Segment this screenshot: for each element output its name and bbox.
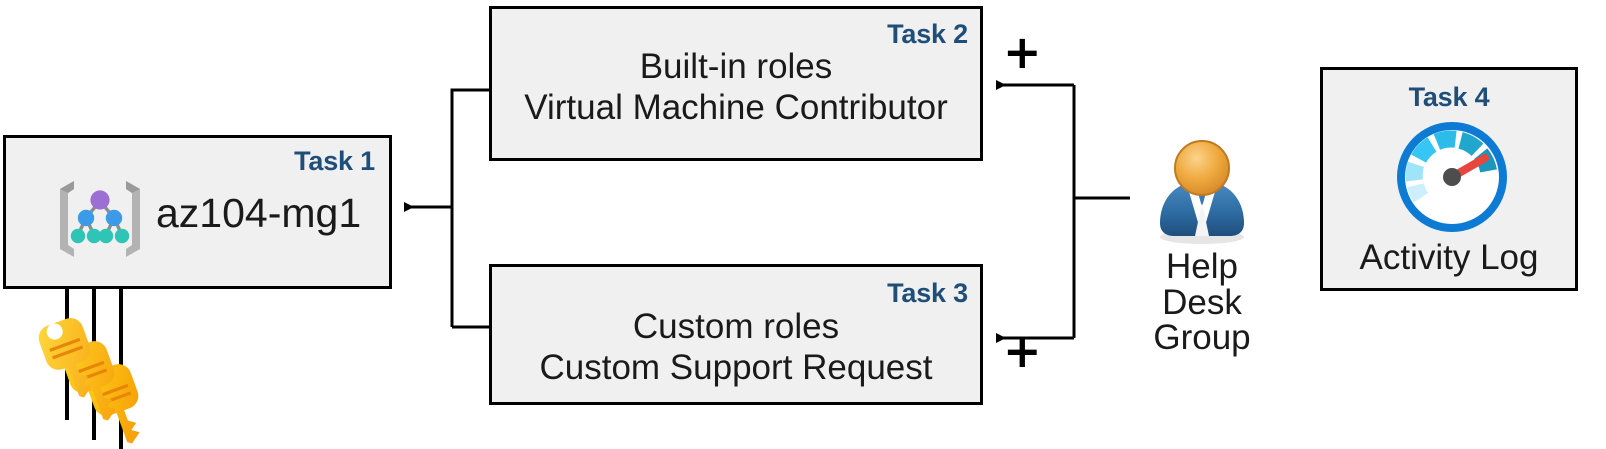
connector-roles-to-management-group	[404, 88, 489, 329]
connector-helpdesk-to-roles	[996, 80, 1130, 343]
task-1-tag: Task 1	[294, 146, 375, 176]
plus-icon-top: +	[1003, 25, 1042, 79]
help-desk-label-line-1: Help Desk	[1162, 247, 1242, 322]
task-4-label: Activity Log	[1359, 238, 1539, 277]
task-4-tag: Task 4	[1408, 82, 1490, 112]
task-3-line-2: Custom Support Request	[539, 348, 933, 387]
plus-icon-bottom: +	[1003, 324, 1042, 378]
key-shape-1	[38, 318, 92, 398]
keys-icon	[38, 318, 140, 444]
task-4-box[interactable]: Task 4 Activity Log	[1320, 67, 1578, 291]
help-desk-group-label: Help Desk Group	[1122, 249, 1282, 356]
task-2-line-1: Built-in roles	[639, 47, 833, 86]
user-group-icon	[1160, 140, 1244, 244]
task-1-label: az104-mg1	[156, 190, 362, 236]
task-3-box[interactable]: Task 3 Custom roles Custom Support Reque…	[489, 264, 983, 405]
management-group-icon	[60, 181, 140, 257]
help-desk-group[interactable]: Help Desk Group	[1122, 137, 1282, 356]
task-2-tag: Task 2	[887, 19, 968, 49]
task-3-line-1: Custom roles	[632, 307, 840, 346]
task-2-box[interactable]: Task 2 Built-in roles Virtual Machine Co…	[489, 6, 983, 161]
help-desk-label-line-2: Group	[1153, 318, 1251, 358]
activity-log-gauge-icon	[1397, 122, 1507, 232]
task-2-line-2: Virtual Machine Contributor	[524, 88, 948, 127]
task-3-tag: Task 3	[887, 278, 968, 308]
task-1-box[interactable]: Task 1	[3, 135, 392, 289]
